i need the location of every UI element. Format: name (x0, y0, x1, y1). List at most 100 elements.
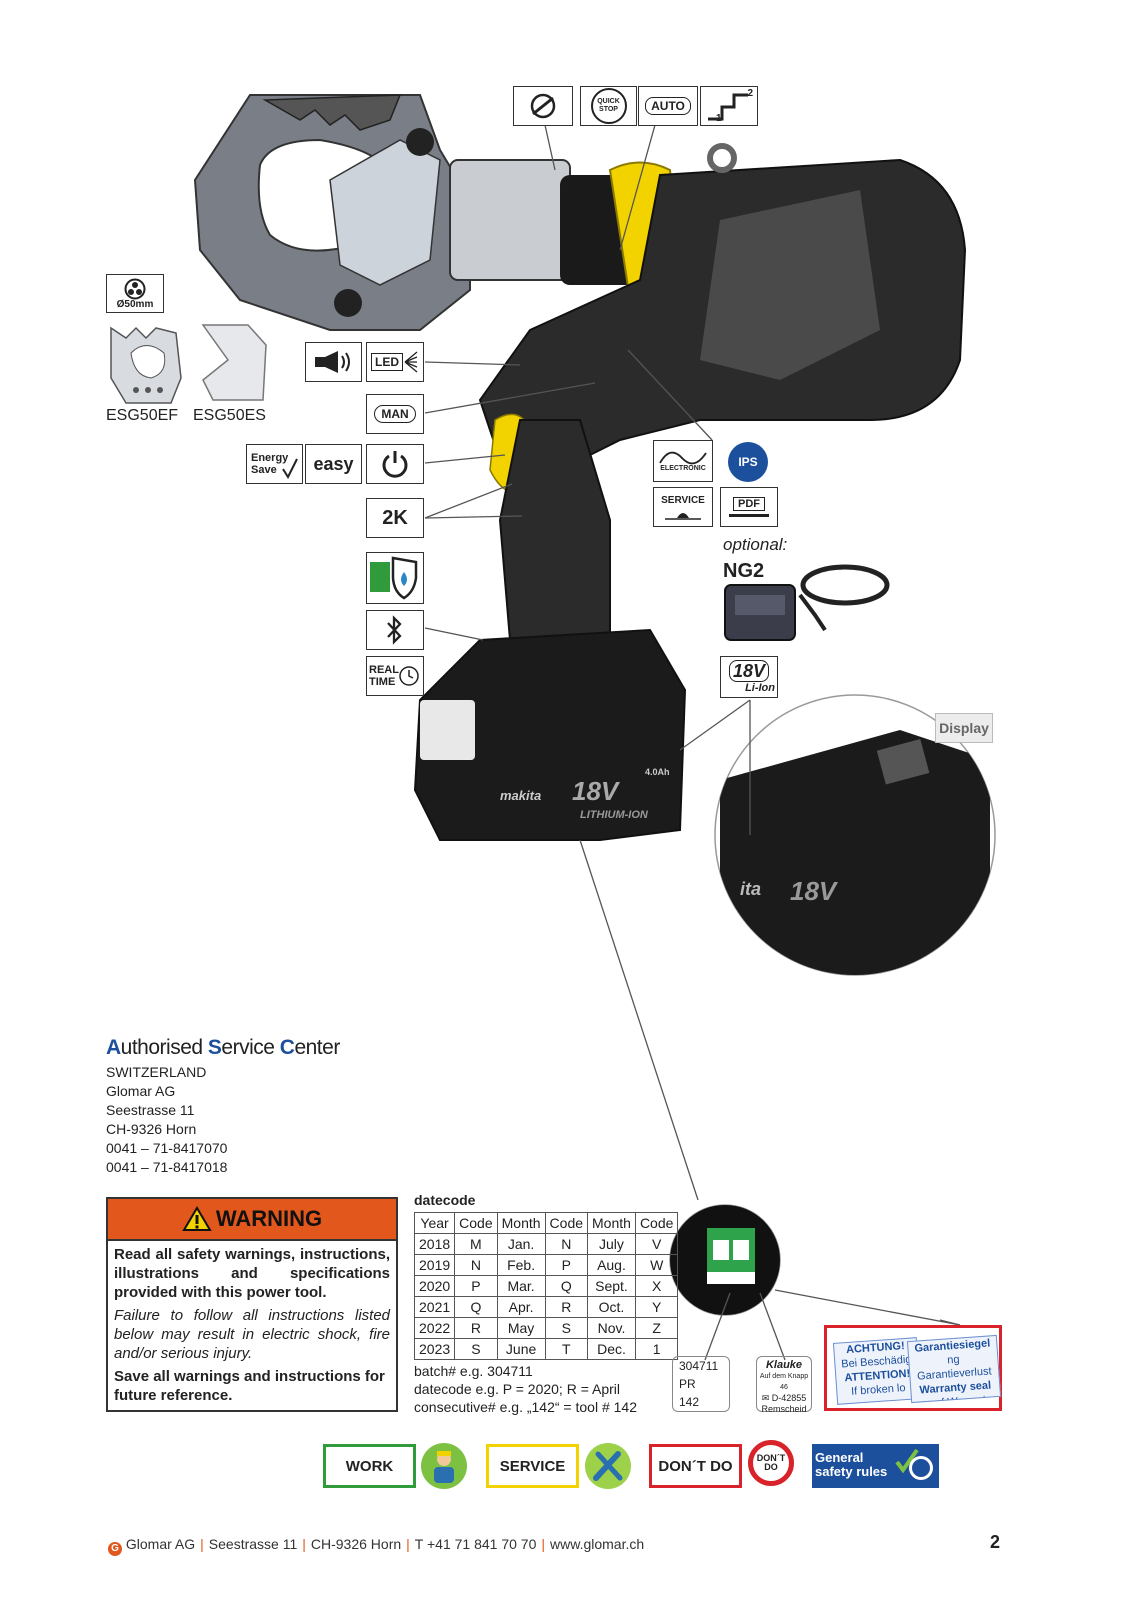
blade-es-label: ESG50ES (193, 407, 266, 424)
datecode-value: PR (679, 1377, 696, 1391)
easy-icon: easy (305, 444, 362, 484)
mail-icon: ✉ (761, 1393, 772, 1403)
klauke-brand: Klauke (765, 1359, 803, 1371)
real-label: REAL (369, 664, 399, 676)
cell: 2018 (413, 1233, 456, 1255)
checkmark-icon (282, 458, 298, 479)
title-ervice: ervice (221, 1036, 280, 1059)
shield-icon (370, 556, 418, 600)
pdf-label: PDF (733, 497, 765, 511)
real-time-icon: REAL TIME (366, 656, 424, 696)
easy-label: easy (313, 453, 354, 474)
battery-capacity: 4.0Ah (645, 767, 670, 777)
bluetooth-icon-glyph (387, 615, 402, 645)
consecutive-number: 142 (679, 1395, 700, 1409)
warning-text-3: Save all warnings and instructions for f… (114, 1368, 385, 1404)
general-safety-button[interactable]: General safety rules (812, 1444, 939, 1488)
cell: Z (634, 1317, 679, 1339)
cell: 2020 (413, 1275, 456, 1297)
safety-check-icon (895, 1448, 933, 1480)
quick-stop-label-2: STOP (599, 106, 618, 113)
diameter-icon: Ø50mm (106, 274, 164, 313)
battery-volts: 18V (572, 776, 621, 806)
save-label: Save (251, 464, 277, 476)
stage-1-label: 1 (716, 113, 722, 124)
horn-icon (305, 342, 362, 382)
auto-label: AUTO (645, 97, 691, 115)
seal-right: Garantiesiegel ng Garantieverlust Warran… (906, 1334, 1002, 1404)
blade-ef-label: ESG50EF (106, 407, 179, 424)
horn-icon-glyph (314, 351, 350, 373)
battery-type: LITHIUM-ION (580, 809, 649, 821)
warning-text-2: Failure to follow all instructions liste… (114, 1307, 390, 1362)
address-line: CH-9326 Horn (106, 1121, 197, 1137)
klauke-zip-text: D-42855 (771, 1393, 807, 1403)
cell: 2022 (413, 1317, 456, 1339)
two-k-icon: 2K (366, 498, 424, 538)
footer-city: CH-9326 Horn (310, 1536, 402, 1552)
batch-label-box: 304711 PR 142 (672, 1356, 730, 1412)
energy-save-icon: Energy Save (246, 444, 303, 484)
note-line: datecode e.g. P = 2020; R = April (414, 1381, 621, 1397)
cell: P (454, 1275, 498, 1297)
klauke-street: Auf dem Knapp 46 (759, 1373, 809, 1391)
quick-stop-icon: QUICK STOP (580, 86, 637, 126)
cell: 2023 (413, 1338, 456, 1360)
work-button[interactable]: WORK (323, 1444, 416, 1488)
title-a: A (106, 1036, 121, 1059)
cell: X (634, 1275, 679, 1297)
header-cell: Code (454, 1212, 498, 1234)
service-center-address: SWITZERLAND Glomar AG Seestrasse 11 CH-9… (106, 1063, 227, 1177)
ips-label: IPS (738, 455, 758, 469)
cell: 1 (634, 1338, 679, 1360)
battery-zoom: ita 18V (714, 694, 996, 976)
cell: Oct. (587, 1296, 636, 1318)
cell: V (634, 1233, 679, 1255)
cell: Nov. (587, 1317, 636, 1339)
footer-web[interactable]: www.glomar.ch (550, 1536, 645, 1552)
head-collar (449, 159, 571, 281)
warning-header: WARNING (108, 1199, 396, 1241)
tool-handle (498, 419, 611, 652)
electronic-icon: ELECTRONIC (653, 440, 713, 482)
charger-image (724, 564, 890, 641)
cell: Sept. (587, 1275, 636, 1297)
tools-icon (585, 1443, 631, 1489)
cell: T (544, 1338, 589, 1360)
datecode-notes: batch# e.g. 304711 datecode e.g. P = 202… (414, 1362, 637, 1416)
blade-esg50ef (110, 326, 182, 404)
power-icon-glyph (382, 451, 408, 478)
cell: 2019 (413, 1254, 456, 1276)
power-icon (366, 444, 424, 484)
time-label: TIME (369, 676, 396, 688)
manual-return-icon: MAN (366, 394, 424, 434)
charger-label: NG2 (723, 560, 765, 582)
service-icon: SERVICE (653, 487, 713, 527)
address-line: Seestrasse 11 (106, 1102, 195, 1118)
dont-do-button[interactable]: DON´T DO (649, 1444, 742, 1488)
note-line: consecutive# e.g. „142“ = tool # 142 (414, 1399, 637, 1415)
battery-liion-label: Li-Ion (745, 682, 775, 694)
cell: Mar. (496, 1275, 546, 1297)
energy-label: Energy (251, 452, 289, 464)
title-c: C (279, 1036, 295, 1059)
two-stage-icon-glyph (708, 93, 748, 121)
batch-number: 304711 (679, 1359, 719, 1373)
display-label: Display (935, 713, 993, 743)
warranty-seal-box: ACHTUNG! Bei Beschädig ATTENTION! If bro… (824, 1325, 1002, 1411)
worker-icon (421, 1443, 467, 1489)
footer-phone: T +41 71 841 70 70 (414, 1536, 537, 1552)
stage-2-label: 2 (747, 88, 753, 99)
prohibited-label: DON´T DO (756, 1453, 786, 1472)
battery-18v-label: 18V (728, 660, 770, 682)
auto-icon: AUTO (638, 86, 698, 126)
header-cell: Year (413, 1212, 456, 1234)
man-label: MAN (374, 405, 416, 423)
motor-icon-glyph (530, 93, 556, 119)
service-button[interactable]: SERVICE (486, 1444, 579, 1488)
ips-icon: IPS (728, 442, 768, 482)
